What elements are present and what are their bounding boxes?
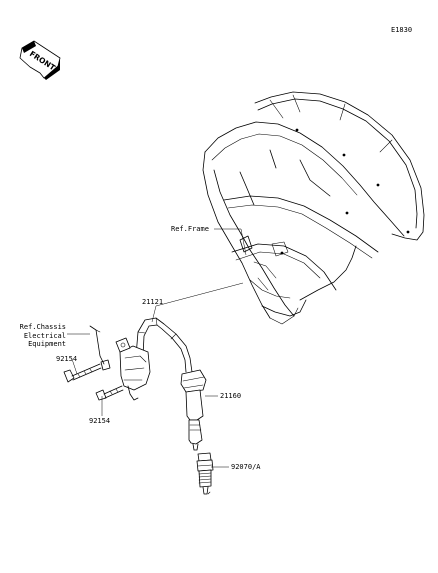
bolt-92154-upper (63, 359, 111, 383)
chassis-bracket (89, 325, 105, 365)
ref-chassis-line-1: Ref.Chassis (19, 323, 66, 331)
label-ref-chassis-electrical: Ref.Chassis Electrical Equipment (16, 323, 66, 349)
diagram-code: E1830 (391, 26, 413, 34)
ref-chassis-line-2: Electrical (23, 331, 66, 340)
label-part-21121: 21121 (142, 298, 164, 306)
leader-lines (67, 228, 247, 468)
ref-chassis-line-3: Equipment (28, 340, 66, 348)
label-ref-frame: Ref.Frame (171, 225, 209, 233)
ignition-coil (115, 317, 193, 401)
label-part-92154-lower: 92154 (89, 417, 111, 425)
bolt-92154-lower (95, 385, 124, 401)
frame-assembly (202, 91, 425, 325)
spark-plug-cap (180, 369, 207, 451)
front-direction-badge: FRONT (19, 40, 61, 80)
label-part-21160: 21160 (220, 392, 242, 400)
spark-plug (196, 452, 214, 495)
label-part-92154-upper: 92154 (56, 355, 78, 363)
label-part-92070a: 92070/A (231, 463, 261, 471)
